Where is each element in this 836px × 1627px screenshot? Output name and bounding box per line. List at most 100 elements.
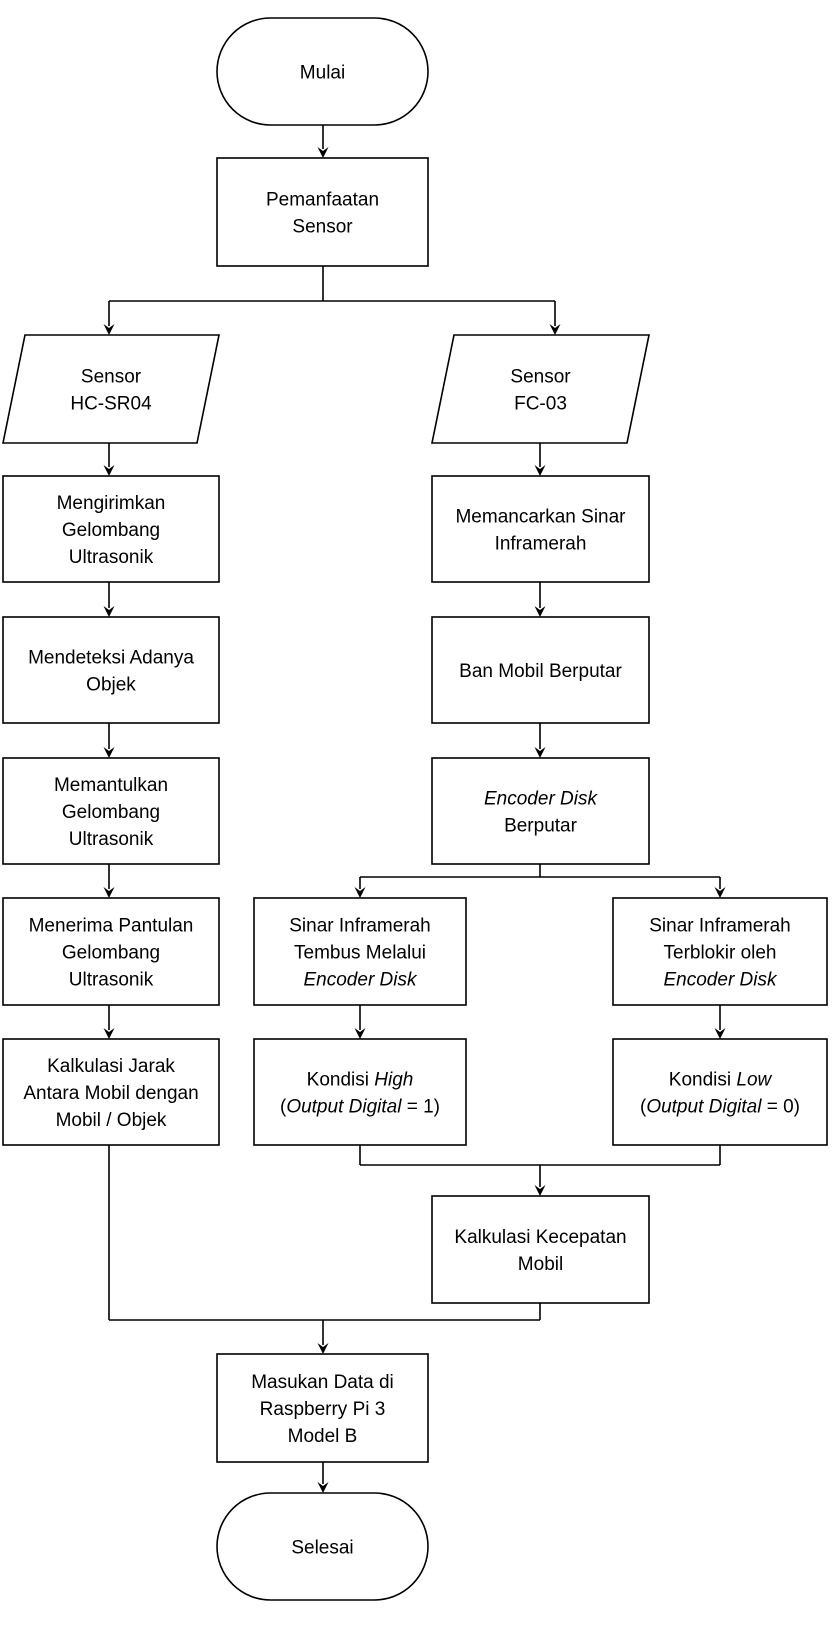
label-segment: Memancarkan Sinar [455, 507, 626, 528]
label-segment: ( [640, 1097, 647, 1118]
label-segment: Raspberry Pi 3 [260, 1399, 386, 1420]
label-segment: Gelombang [62, 520, 160, 541]
process-box-shape [2, 897, 220, 1006]
process-box-shape [2, 616, 220, 724]
label-segment: Kondisi [307, 1070, 375, 1091]
process-box-shape [612, 897, 828, 1006]
label-segment: Ultrasonik [69, 547, 154, 568]
arrowhead-icon [103, 465, 115, 476]
label-segment: Tembus Melalui [294, 943, 426, 964]
process-box-shape [216, 157, 429, 267]
label-segment: Mobil / Objek [56, 1110, 167, 1131]
connector-reflect-to-receive [103, 864, 115, 898]
label-segment: Pemanfaatan [266, 190, 379, 211]
label-segment: Output Digital [286, 1097, 402, 1118]
connector-send-to-detect [103, 582, 115, 617]
arrowhead-icon [103, 1028, 115, 1039]
process-box-shape [612, 1038, 828, 1146]
label-segment: FC-03 [514, 394, 567, 415]
label-segment: Masukan Data di [251, 1372, 394, 1393]
process-box-shape [431, 757, 650, 865]
connector-wheel-to-disk [534, 723, 546, 758]
terminal-shape [216, 1492, 429, 1601]
node-input-data: Masukan Data di Raspberry Pi 3 Model B [216, 1353, 429, 1463]
label-segment: Sensor [510, 367, 571, 388]
connector-split-to-through [354, 877, 366, 898]
process-box-shape [2, 757, 220, 865]
node-start: Mulai [216, 17, 429, 126]
connector-split-to-fc03 [549, 301, 561, 335]
label-segment: Mengirimkan [57, 493, 166, 514]
node-state-low: Kondisi Low(Output Digital = 0) [612, 1038, 828, 1146]
arrowhead-icon [714, 887, 726, 898]
arrowhead-icon [103, 887, 115, 898]
label-segment: Sinar Inframerah [289, 916, 431, 937]
node-state-high: Kondisi High(Output Digital = 1) [253, 1038, 467, 1146]
label-segment: Selesai [291, 1538, 353, 1559]
label-segment: Mendeteksi Adanya [28, 648, 194, 669]
node-label: Ban Mobil Berputar [459, 661, 622, 682]
label-segment: Menerima Pantulan [29, 916, 194, 937]
label-segment: Model B [288, 1426, 358, 1447]
node-wheel-rotate: Ban Mobil Berputar [431, 616, 650, 724]
label-segment: Sinar Inframerah [649, 916, 791, 937]
label-segment: Mulai [300, 63, 345, 84]
arrowhead-icon [549, 324, 561, 335]
label-segment: Antara Mobil dengan [23, 1083, 198, 1104]
arrowhead-icon [534, 606, 546, 617]
label-segment: Output Digital [646, 1097, 762, 1118]
process-box-shape [431, 616, 650, 724]
label-segment: Ban Mobil Berputar [459, 661, 622, 682]
label-segment: Objek [86, 675, 136, 696]
process-box-shape [431, 1195, 650, 1304]
connector-emit-to-wheel [534, 582, 546, 617]
connector-merge-to-speed [534, 1165, 546, 1196]
label-segment: Kondisi [669, 1070, 737, 1091]
node-label: Masukan Data di Raspberry Pi 3 Model B [251, 1372, 394, 1447]
process-box-shape [253, 1038, 467, 1146]
connectors [103, 125, 726, 1493]
node-label: Kondisi High(Output Digital = 1) [280, 1070, 440, 1118]
label-segment: Encoder Disk [484, 789, 598, 810]
arrowhead-icon [103, 747, 115, 758]
arrowhead-icon [103, 324, 115, 335]
connector-input-to-end [317, 1462, 329, 1493]
connector-fc03-to-emit [534, 443, 546, 476]
process-box-shape [2, 475, 220, 583]
arrowhead-icon [317, 1343, 329, 1354]
connector-detect-to-reflect [103, 723, 115, 758]
label-segment: Sensor [81, 367, 142, 388]
arrowhead-icon [317, 1482, 329, 1493]
arrowhead-icon [354, 887, 366, 898]
connector-receive-to-distance [103, 1005, 115, 1039]
arrowhead-icon [534, 1185, 546, 1196]
label-segment: ( [280, 1097, 287, 1118]
connector-split-to-hcsr04 [103, 301, 115, 335]
label-segment: Ultrasonik [69, 970, 154, 991]
label-segment: Low [736, 1070, 772, 1091]
label-segment: Kalkulasi Kecepatan [454, 1227, 626, 1248]
connector-through-to-high [354, 1005, 366, 1039]
label-segment: Gelombang [62, 943, 160, 964]
